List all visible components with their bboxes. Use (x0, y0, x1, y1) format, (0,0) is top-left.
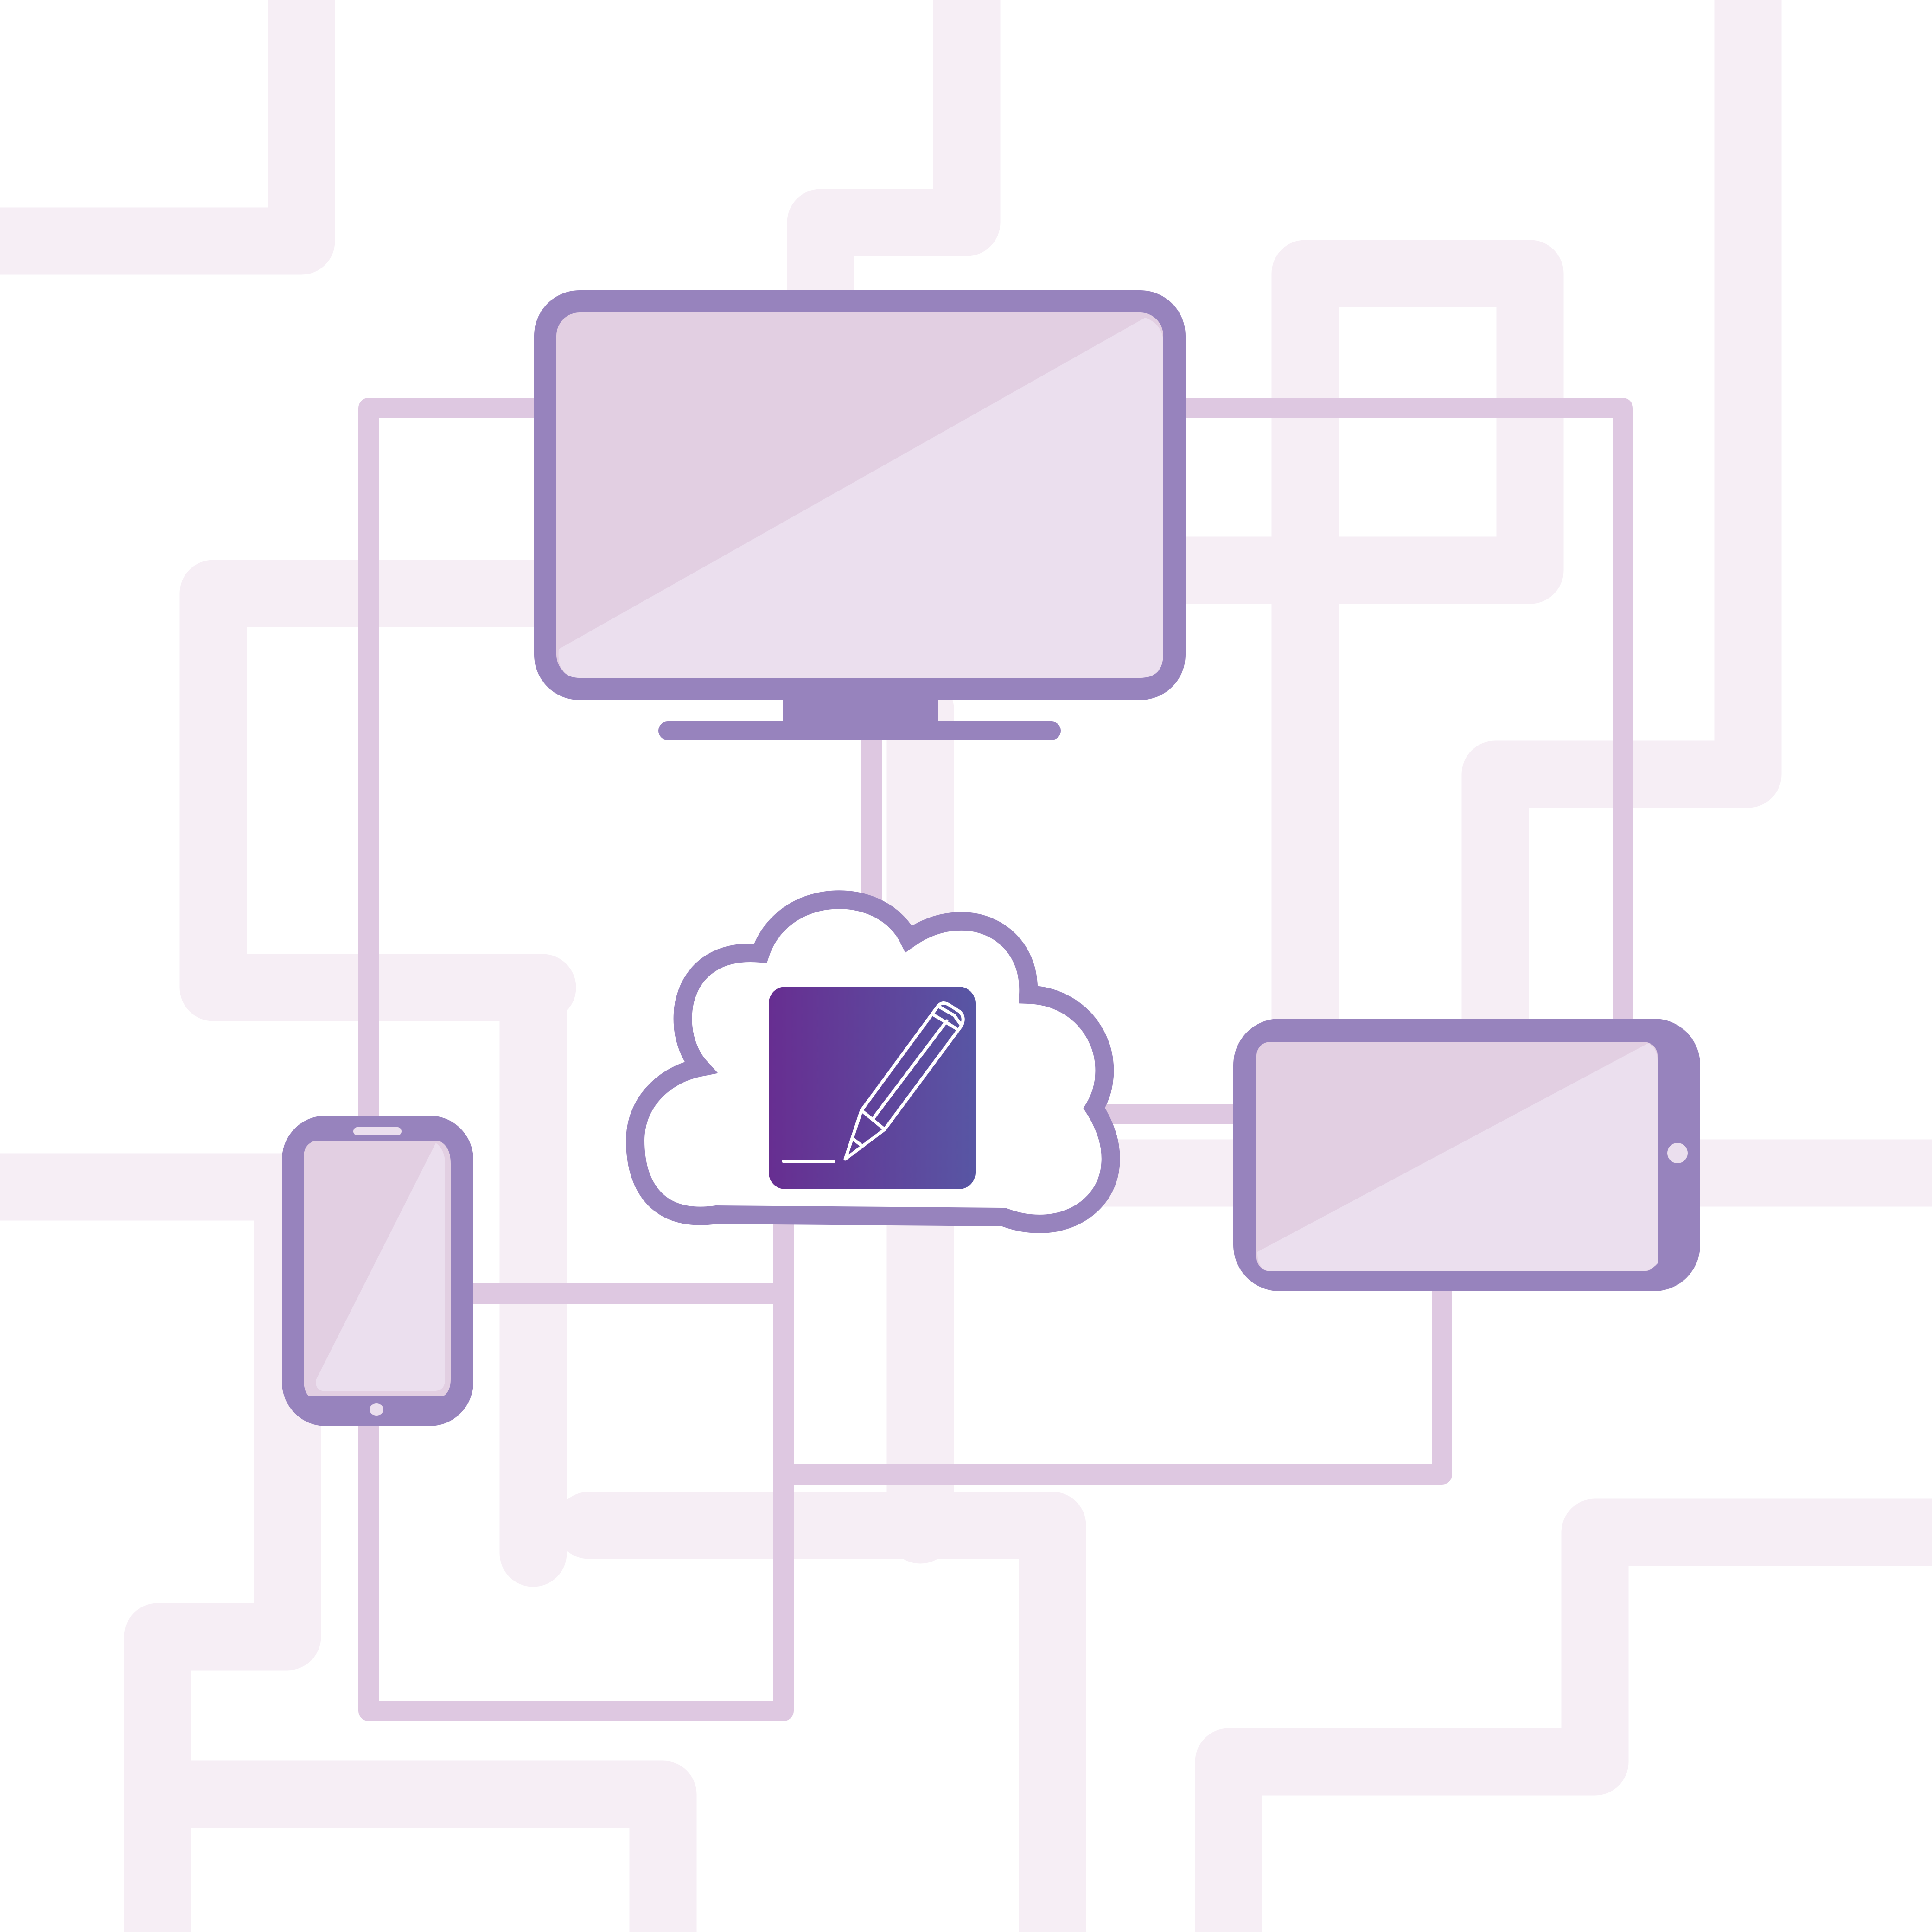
connector-monitor-to-tablet (1158, 398, 1633, 1044)
tablet-screen-highlight (1257, 1043, 1658, 1271)
maze-path (555, 1492, 1086, 1932)
maze-path (1195, 1498, 1932, 1932)
maze-path (133, 1760, 697, 1932)
connector-monitor-to-phone (358, 398, 557, 1141)
pencil-groove (872, 1019, 949, 1119)
phone-speaker (353, 1127, 402, 1135)
connector-tablet-loop (778, 1279, 1452, 1485)
maze-path (0, 0, 335, 275)
phone-home-button (370, 1403, 383, 1416)
pencil-tip (843, 1109, 886, 1161)
connector-phone-loop (358, 1200, 794, 1721)
pencil-lead (850, 1136, 864, 1148)
phone-screen-highlight (316, 1143, 445, 1391)
smartphone (282, 1116, 473, 1426)
maze-path (1125, 240, 1564, 1091)
tablet (1233, 1019, 1700, 1291)
connector-lines (358, 398, 1633, 1721)
pencil-cap (936, 1001, 965, 1027)
pencil-body (860, 1004, 963, 1131)
maze-path (0, 1153, 321, 1932)
desktop-monitor (534, 290, 1186, 740)
tablet-home-button (1667, 1143, 1688, 1163)
cloud (625, 890, 1120, 1233)
app-tile (769, 987, 976, 1189)
pencil-editor-icon (782, 1001, 965, 1163)
maze-path (787, 0, 1001, 321)
monitor-screen-highlight (558, 318, 1163, 678)
